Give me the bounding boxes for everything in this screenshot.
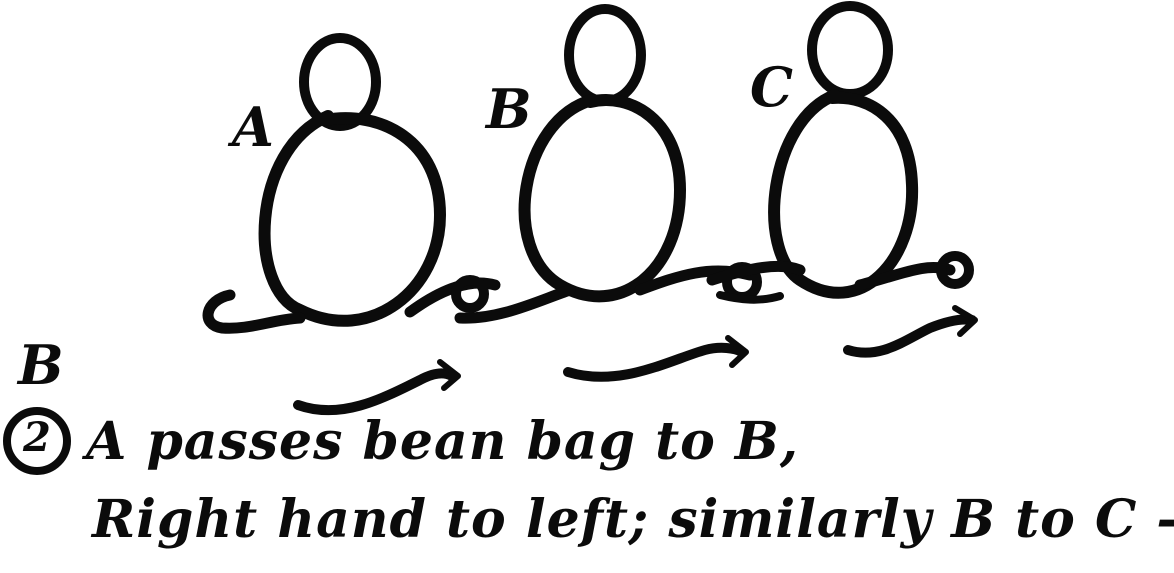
person-c-label: C xyxy=(750,60,793,114)
bean-bag-a xyxy=(456,280,484,308)
arrow-c-onward xyxy=(848,308,975,353)
arrow-b-to-c-stem xyxy=(568,348,742,377)
caption-line-1: A passes bean bag to B, xyxy=(86,416,799,468)
person-c-head xyxy=(812,6,888,94)
arrow-a-to-b-stem xyxy=(298,373,452,410)
caption-line-2: Right hand to left; similarly B to C -- xyxy=(92,494,1174,546)
person-c-figure xyxy=(712,6,969,293)
person-b-head xyxy=(569,9,641,101)
person-a-figure xyxy=(208,38,495,328)
step-number: 2 xyxy=(23,418,51,458)
arrow-a-to-b xyxy=(298,362,458,410)
person-a-label: A xyxy=(232,100,274,154)
person-b-hand-tail xyxy=(720,295,780,300)
step-variant-label: B xyxy=(18,338,64,392)
arrow-c-onward-stem xyxy=(848,319,972,352)
person-b-body xyxy=(525,100,680,296)
person-b-label: B xyxy=(486,82,532,136)
arrow-b-to-c xyxy=(568,338,746,377)
person-a-body xyxy=(265,116,440,321)
